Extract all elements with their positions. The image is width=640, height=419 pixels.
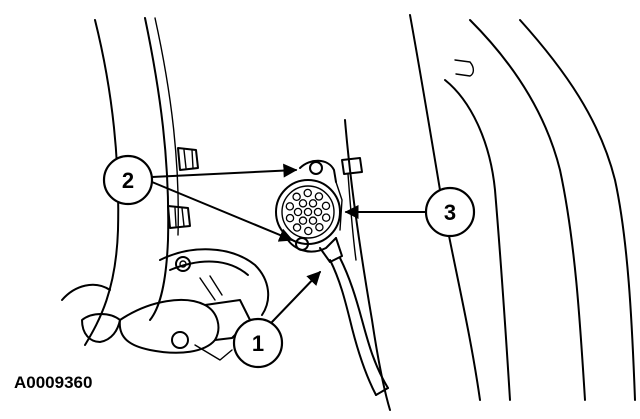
callout-1: 1: [232, 317, 284, 369]
pillar-clips: [167, 147, 199, 229]
connector-pin: [285, 202, 295, 211]
wiring-harness: [329, 157, 389, 396]
connector-pin: [304, 226, 313, 236]
leader-line-2a: [151, 163, 298, 178]
connector-pin: [321, 201, 331, 211]
connector-pin: [314, 192, 324, 201]
connector-pin: [298, 216, 308, 225]
connector-pin: [298, 199, 308, 208]
connector-pin: [303, 207, 313, 217]
connector-pin: [293, 207, 303, 217]
connector-pin: [315, 222, 324, 232]
connector-pin: [303, 188, 312, 198]
callout-3-label: 3: [444, 200, 456, 225]
figure-id: A0009360: [14, 373, 92, 392]
connector-pin: [313, 207, 323, 217]
leader-lines: [151, 163, 427, 323]
connector-pin: [292, 192, 301, 202]
connector-pin: [292, 223, 302, 232]
connector-pin: [308, 216, 318, 225]
callout-2-label: 2: [122, 168, 134, 193]
connector-pins: [285, 188, 331, 236]
leader-line-1: [271, 270, 321, 323]
connector-pin: [308, 199, 318, 208]
connector-pin: [285, 213, 295, 223]
connector-pin: [321, 213, 331, 222]
callout-3: 3: [424, 186, 476, 238]
latch-assembly: [81, 248, 270, 361]
callout-2: 2: [102, 154, 154, 206]
callout-1-label: 1: [252, 331, 264, 356]
leader-line-2b: [151, 181, 294, 242]
